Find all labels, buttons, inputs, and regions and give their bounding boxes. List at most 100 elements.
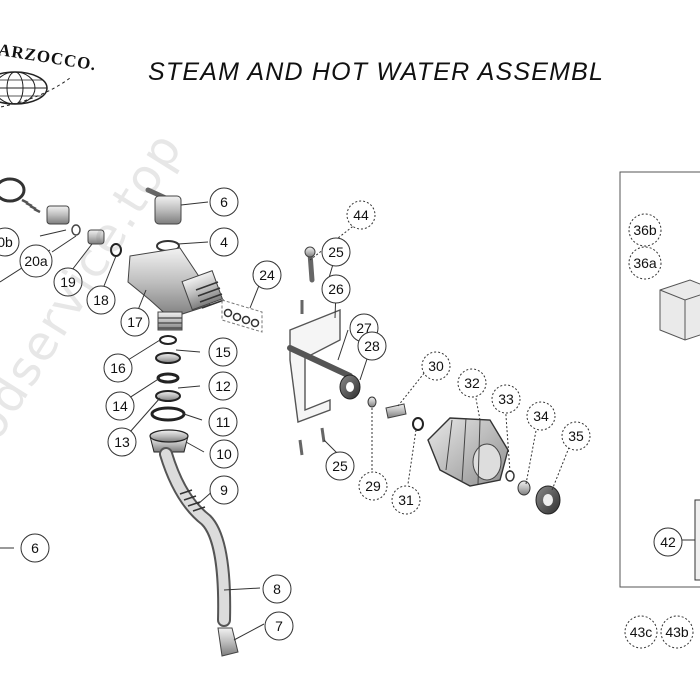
leader-lines: [0, 201, 695, 641]
callout-number: 13: [114, 434, 130, 450]
callout-bubble: [105, 391, 135, 421]
callout-7: 7: [264, 611, 294, 641]
callout-bubble: [526, 401, 556, 431]
callout-number: 30: [428, 358, 444, 374]
callout-bubble: [103, 353, 133, 383]
callout-42: 42: [653, 527, 683, 557]
callout-29: 29: [358, 471, 388, 501]
callout-6: 6: [209, 187, 239, 217]
callout-number: 36a: [633, 255, 657, 271]
callout-number: 34: [533, 408, 549, 424]
callout-16: 16: [103, 353, 133, 383]
control-unit-part: [694, 499, 700, 581]
callout-bubble: [457, 368, 487, 398]
callout-44: 44: [346, 200, 376, 230]
callout-number: 6: [220, 194, 228, 210]
callout-bubble: [262, 574, 292, 604]
left-valve-parts: [0, 177, 122, 257]
switch-box-part: [659, 279, 700, 341]
callout-number: 28: [364, 338, 380, 354]
callout-6: 6: [20, 533, 50, 563]
callout-number: 43b: [665, 624, 689, 640]
callout-9: 9: [209, 475, 239, 505]
callout-bubble: [391, 485, 421, 515]
callout-number: 25: [328, 244, 344, 260]
callout-number: 14: [112, 398, 128, 414]
callout-number: 44: [353, 207, 369, 223]
callout-labels: 6444252624272830323334350b20a19181716151…: [0, 187, 694, 649]
bracket-part: [287, 246, 353, 456]
callout-bubble: [53, 267, 83, 297]
callout-31: 31: [391, 485, 421, 515]
callout-26: 26: [321, 274, 351, 304]
callout-20a: 20a: [19, 244, 53, 278]
callout-bubble: [252, 260, 282, 290]
callout-number: 9: [220, 482, 228, 498]
callout-25: 25: [321, 237, 351, 267]
callout-number: 42: [660, 534, 676, 550]
callout-bubble: [19, 244, 53, 278]
seal-stack-parts: [149, 335, 189, 453]
o-ring-set-part: [221, 299, 263, 333]
callout-bubble: [357, 331, 387, 361]
callout-number: 8: [273, 581, 281, 597]
callout-number: 25: [332, 458, 348, 474]
callout-number: 18: [93, 292, 109, 308]
callout-28: 28: [357, 331, 387, 361]
callout-bubble: [264, 611, 294, 641]
callout-0b: 0b: [0, 227, 20, 257]
callout-24: 24: [252, 260, 282, 290]
callout-bubble: [628, 213, 662, 247]
callout-number: 33: [498, 391, 514, 407]
callout-number: 19: [60, 274, 76, 290]
callout-bubble: [86, 285, 116, 315]
callout-bubble: [0, 227, 20, 257]
callout-number: 26: [328, 281, 344, 297]
knob-hardware-parts: [339, 374, 424, 431]
callout-bubble: [208, 371, 238, 401]
diagram-title: STEAM AND HOT WATER ASSEMBL: [148, 58, 605, 86]
callout-bubble: [628, 246, 662, 280]
callout-number: 4: [220, 234, 228, 250]
callout-number: 16: [110, 360, 126, 376]
callout-bubble: [358, 471, 388, 501]
callout-11: 11: [208, 407, 238, 437]
callout-36a: 36a: [628, 246, 662, 280]
callout-8: 8: [262, 574, 292, 604]
callout-bubble: [346, 200, 376, 230]
callout-number: 12: [215, 378, 231, 394]
callout-bubble: [653, 527, 683, 557]
callout-number: 11: [216, 414, 231, 430]
callout-25: 25: [325, 451, 355, 481]
callout-10: 10: [209, 439, 239, 469]
callout-number: 6: [31, 540, 39, 556]
callout-number: 27: [356, 320, 372, 336]
assembly-frame: [619, 171, 700, 588]
callout-32: 32: [457, 368, 487, 398]
callout-bubble: [107, 427, 137, 457]
callout-43b: 43b: [660, 615, 694, 649]
callout-bubble: [209, 475, 239, 505]
callout-number: 0b: [0, 234, 13, 250]
callout-number: 29: [365, 478, 381, 494]
callout-4: 4: [209, 227, 239, 257]
callout-34: 34: [526, 401, 556, 431]
callout-bubble: [20, 533, 50, 563]
steam-wand-part: [159, 447, 239, 657]
callout-18: 18: [86, 285, 116, 315]
callout-14: 14: [105, 391, 135, 421]
knob-cap-parts: [505, 470, 561, 515]
callout-number: 15: [215, 344, 231, 360]
globe-logo-icon: [0, 71, 71, 108]
callout-bubble: [660, 615, 694, 649]
callout-30: 30: [421, 351, 451, 381]
callout-number: 43c: [630, 624, 653, 640]
callout-bubble: [209, 227, 239, 257]
top-nut-part: [145, 187, 182, 252]
callout-bubble: [421, 351, 451, 381]
callout-bubble: [321, 237, 351, 267]
callout-bubble: [120, 307, 150, 337]
callout-bubble: [624, 615, 658, 649]
